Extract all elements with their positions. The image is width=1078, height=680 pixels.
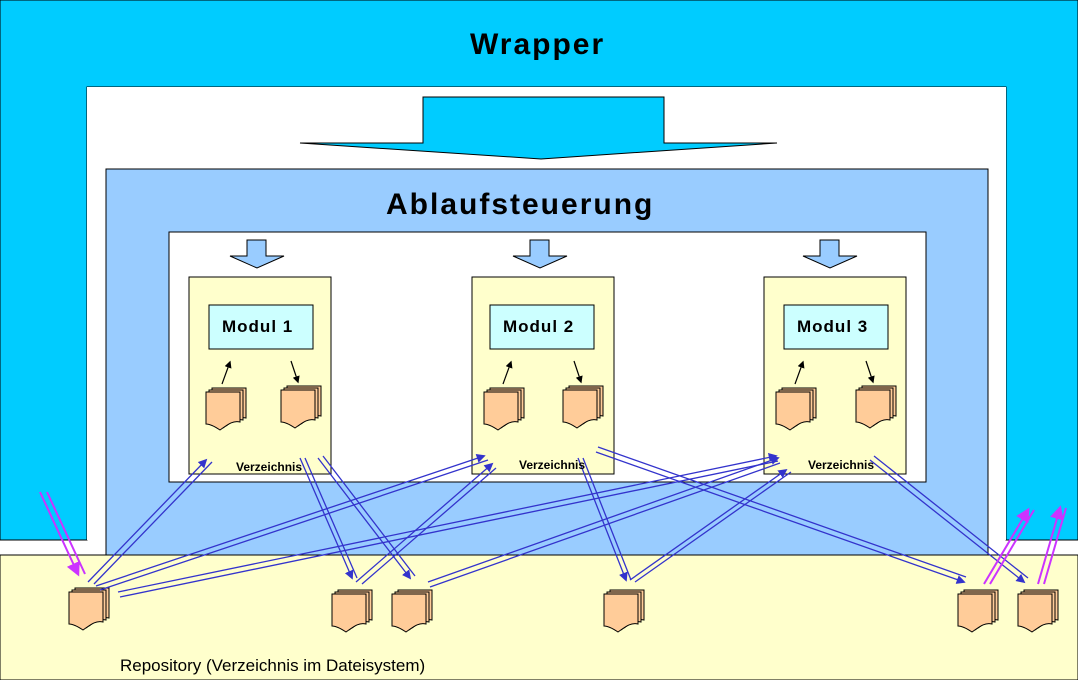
wrapper-io-arrows — [39, 491, 1067, 585]
ablauf-title: Ablaufsteuerung — [386, 188, 655, 221]
small-arrow-1 — [229, 239, 285, 269]
module-2-label: Modul 2 — [503, 317, 575, 336]
data-flow-arrows — [87, 446, 1029, 598]
module-2-dir-label: Verzeichnis — [519, 458, 586, 472]
module-3-dir-label: Verzeichnis — [808, 458, 875, 472]
module-1-dir-label: Verzeichnis — [236, 460, 303, 474]
module-1-label: Modul 1 — [222, 317, 294, 336]
module-box-3 — [783, 304, 889, 350]
module-box-2 — [489, 304, 595, 350]
module-box-1 — [208, 304, 314, 350]
repository-label: Repository (Verzeichnis im Dateisystem) — [120, 656, 426, 675]
wrapper-down-arrow — [299, 96, 778, 160]
wrapper-title: Wrapper — [470, 28, 606, 61]
small-arrow-2 — [512, 239, 568, 269]
small-arrow-3 — [802, 239, 858, 269]
repository-band — [0, 554, 1078, 680]
module-io-arrows — [221, 360, 875, 385]
module-3-label: Modul 3 — [797, 317, 869, 336]
